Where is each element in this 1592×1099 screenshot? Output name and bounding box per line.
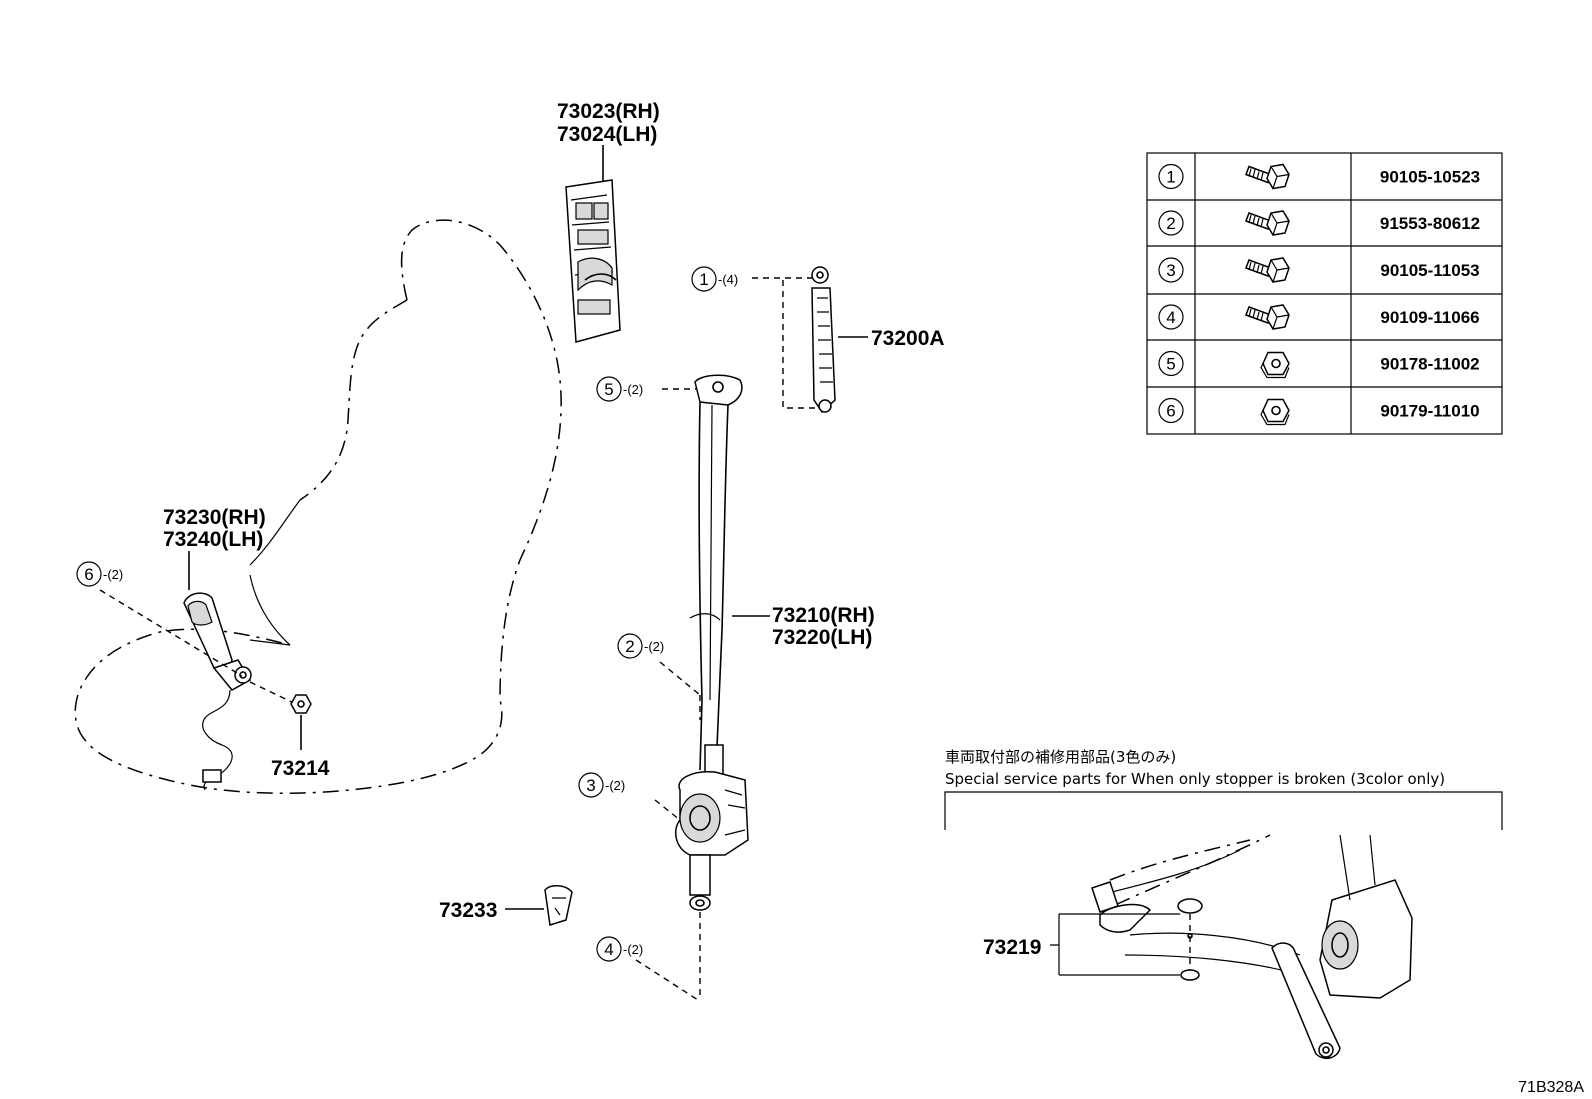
label-trim-lh: 73024(LH) [557, 123, 657, 146]
table-row: 6 90179-11010 [1158, 397, 1480, 426]
ref-1-qty: -(4) [718, 272, 738, 287]
part-number: 90105-11053 [1380, 261, 1479, 280]
bolt-icon [1245, 257, 1290, 283]
label-belt-lh: 73220(LH) [772, 626, 872, 649]
table-row: 4 90109-11066 [1158, 304, 1480, 330]
ref-6-num: 6 [84, 565, 93, 584]
part-number: 90178-11002 [1380, 355, 1479, 374]
label-stopper: 73219 [983, 936, 1041, 959]
ref-1: 1 -(4) [691, 266, 738, 292]
height-adjuster [811, 266, 836, 414]
label-buckle-lh: 73240(LH) [163, 528, 263, 551]
nut-icon [1260, 351, 1290, 379]
ref-3-num: 3 [586, 776, 595, 795]
figure-id: 71B328A [1518, 1079, 1584, 1096]
row-number-circle [1158, 257, 1184, 283]
table-row: 2 91553-80612 [1158, 210, 1480, 236]
row-number-circle [1158, 163, 1184, 190]
label-belt-rh: 73210(RH) [772, 604, 875, 627]
part-number: 90179-11010 [1380, 402, 1479, 421]
table-row: 3 90105-11053 [1158, 257, 1480, 283]
label-trim-rh: 73023(RH) [557, 100, 660, 123]
row-number: 6 [1166, 402, 1175, 421]
row-number-circle [1158, 210, 1184, 236]
anchor-cover [544, 885, 573, 926]
ref-4: 4 -(2) [596, 936, 643, 962]
pillar-trim [565, 179, 621, 343]
ref-6: 6 -(2) [76, 561, 123, 587]
bolt-icon [1245, 304, 1290, 330]
ref-4-num: 4 [604, 940, 613, 959]
ref-2-qty: -(2) [644, 639, 664, 654]
ref-3-qty: -(2) [605, 778, 625, 793]
row-number-circle [1158, 397, 1184, 424]
seat-belt-buckle [183, 592, 252, 791]
inset-title-en: Special service parts for When only stop… [945, 770, 1445, 788]
bolt-icon [1245, 163, 1290, 190]
row-number-circle [1158, 350, 1184, 377]
label-nut: 73214 [271, 757, 330, 780]
seat-outline [74, 219, 562, 795]
fastener-table [1146, 152, 1503, 435]
row-number: 4 [1166, 308, 1175, 327]
ref-1-num: 1 [699, 270, 708, 289]
nut-icon [1260, 398, 1290, 426]
part-number: 91553-80612 [1380, 214, 1480, 233]
row-number-circle [1158, 304, 1184, 330]
ref-5-qty: -(2) [623, 382, 643, 397]
table-row: 5 90178-11002 [1158, 350, 1480, 379]
label-buckle-rh: 73230(RH) [163, 506, 266, 529]
row-number: 1 [1166, 168, 1175, 187]
ref-5-num: 5 [604, 380, 613, 399]
ref-2-num: 2 [625, 637, 634, 656]
row-number: 5 [1166, 355, 1175, 374]
row-number: 3 [1166, 261, 1175, 280]
ref-6-qty: -(2) [103, 567, 123, 582]
label-cover: 73233 [439, 899, 497, 922]
label-adjuster: 73200A [871, 327, 945, 350]
part-number: 90109-11066 [1380, 308, 1479, 327]
table-row: 1 90105-10523 [1158, 163, 1480, 190]
row-number: 2 [1166, 214, 1175, 233]
inset-stopper: 車両取付部の補修用部品(3色のみ) Special service parts … [944, 748, 1503, 1059]
nut-73214 [290, 694, 312, 714]
inset-title-jp: 車両取付部の補修用部品(3色のみ) [945, 748, 1176, 766]
seat-belt-webbing [674, 374, 749, 911]
bolt-icon [1245, 210, 1290, 236]
ref-3: 3 -(2) [578, 772, 625, 798]
ref-4-qty: -(2) [623, 942, 643, 957]
ref-5: 5 -(2) [596, 376, 643, 402]
part-number: 90105-10523 [1380, 168, 1480, 187]
ref-2: 2 -(2) [617, 633, 664, 659]
